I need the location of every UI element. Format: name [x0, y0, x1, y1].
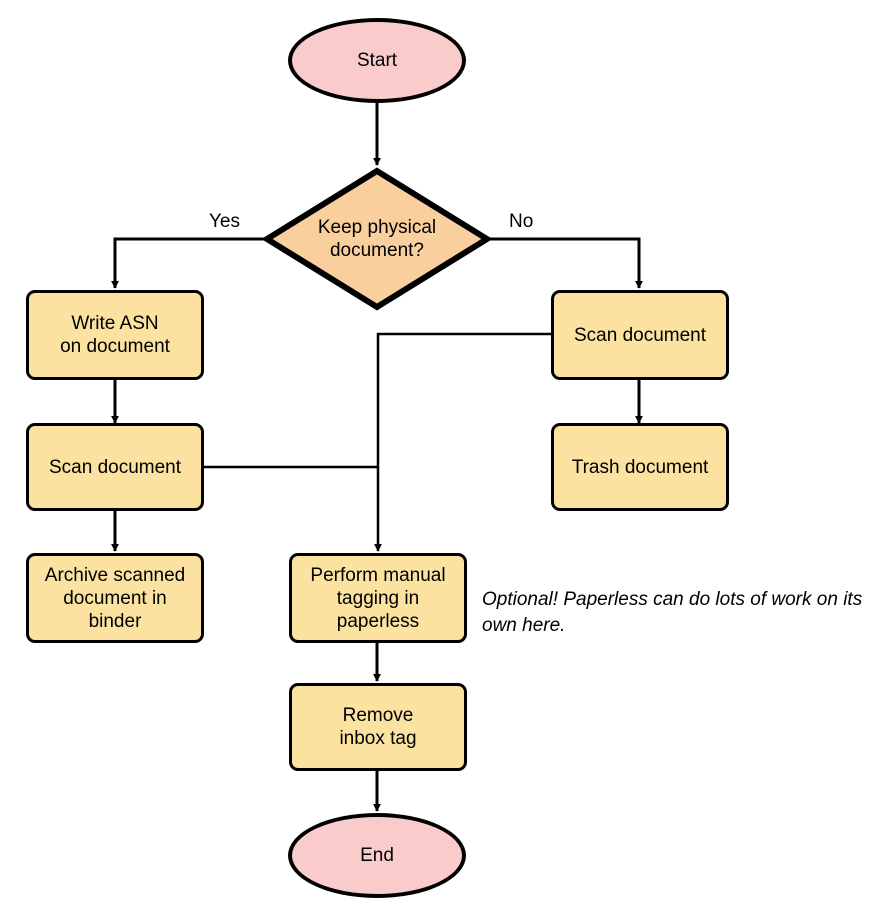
- node-remove-inbox-tag[interactable]: Remove inbox tag: [289, 683, 467, 771]
- annotation-optional-note-text: Optional! Paperless can do lots of work …: [482, 589, 863, 636]
- edge-label-no-text: No: [509, 211, 534, 232]
- edge-label-yes: Yes: [209, 211, 240, 233]
- node-scan-document-right-label: Scan document: [573, 324, 707, 346]
- node-end[interactable]: End: [288, 813, 466, 898]
- node-scan-document-right[interactable]: Scan document: [551, 290, 729, 380]
- edge-label-no: No: [509, 211, 533, 233]
- edge-decision-yes-to-write-asn: [111, 237, 265, 289]
- node-scan-document-left-label: Scan document: [48, 456, 182, 478]
- node-archive-in-binder[interactable]: Archive scanned document in binder: [26, 553, 204, 643]
- node-scan-document-left[interactable]: Scan document: [26, 423, 204, 511]
- diamond-shape: [263, 167, 491, 311]
- node-write-asn-label: Write ASN on document: [60, 313, 170, 357]
- node-trash-document[interactable]: Trash document: [551, 423, 729, 511]
- node-write-asn[interactable]: Write ASN on document: [26, 290, 204, 380]
- node-end-label: End: [360, 845, 394, 866]
- node-perform-manual-tagging-label: Perform manual tagging in paperless: [310, 564, 446, 632]
- edge-scan-right-to-tagging: [374, 332, 552, 552]
- edge-label-yes-text: Yes: [209, 211, 240, 232]
- node-perform-manual-tagging[interactable]: Perform manual tagging in paperless: [289, 553, 467, 643]
- node-decision-keep-physical-document[interactable]: Keep physical document?: [263, 167, 491, 311]
- annotation-optional-note: Optional! Paperless can do lots of work …: [482, 587, 882, 639]
- edge-decision-no-to-scan-right: [489, 237, 643, 289]
- node-archive-in-binder-label: Archive scanned document in binder: [44, 564, 186, 632]
- node-trash-document-label: Trash document: [571, 456, 709, 478]
- node-start[interactable]: Start: [288, 18, 466, 103]
- node-start-label: Start: [356, 50, 398, 71]
- node-remove-inbox-tag-label: Remove inbox tag: [339, 705, 417, 749]
